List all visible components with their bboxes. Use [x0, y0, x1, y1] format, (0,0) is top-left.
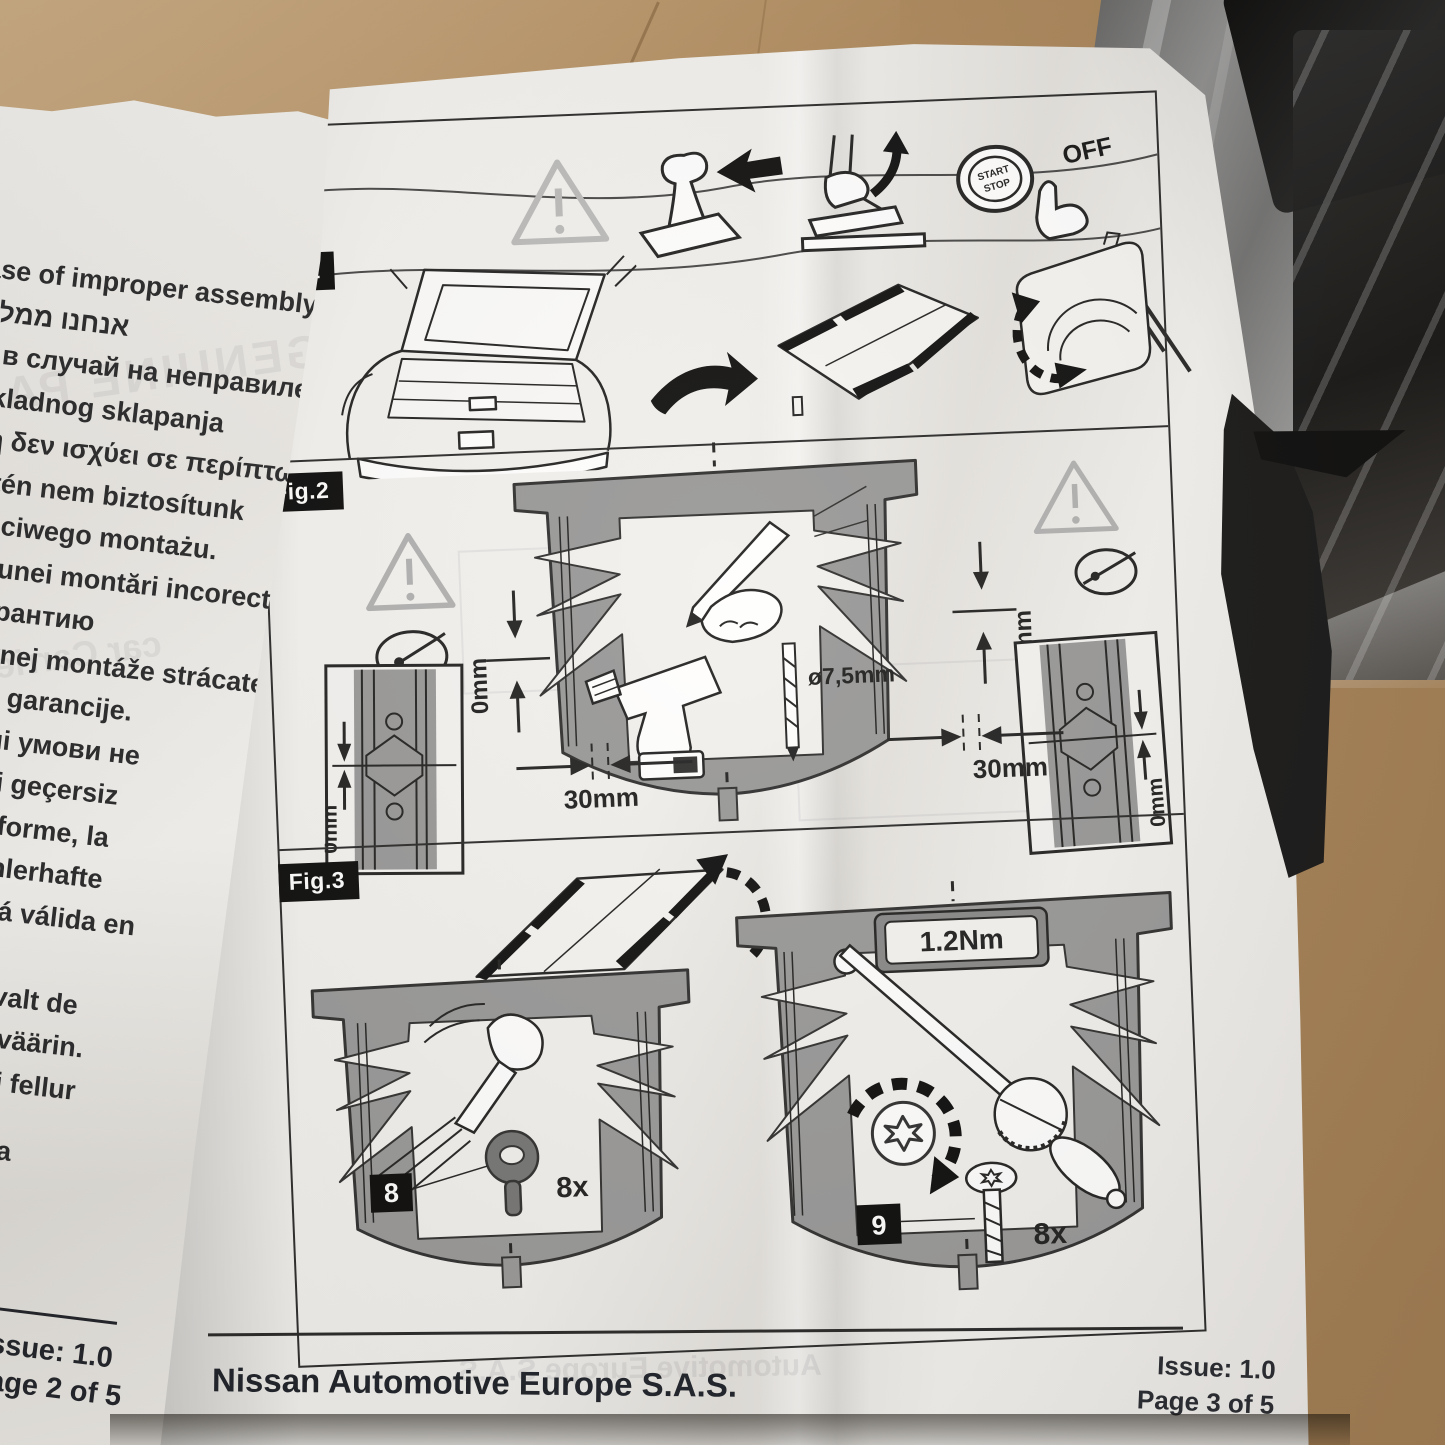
drill-diameter-label: ø7,5mm: [807, 660, 895, 689]
trunk-marking-drilling-diagram: ø7,5mm: [512, 442, 919, 822]
gap-left-dim: 0mm: [465, 657, 494, 714]
page3-footer: Issue: 1.0 Page 3 of 5: [1034, 1343, 1277, 1423]
hammer-drawing: [377, 1003, 544, 1199]
part-9-badge: [856, 1203, 902, 1246]
direction-arrow: [650, 351, 758, 415]
shelf-rotate-drawing: [475, 854, 772, 1009]
start-stop-button-icon: START STOP OFF: [956, 132, 1115, 241]
trunk-hammer-clip-diagram: 8 8x: [310, 959, 691, 1289]
part-9-quantity: 8x: [1033, 1217, 1068, 1251]
instruction-page-3: START STOP OFF Fig.1: [160, 44, 1309, 1445]
warning-triangle-icon: [366, 533, 456, 612]
parcel-shelf-folded-drawing: [1011, 231, 1152, 396]
offset-right-dim: 30mm: [972, 751, 1048, 784]
page2-footer: Issue: 1.0 Page 2 of 5: [0, 1304, 123, 1414]
parcel-shelf-flat-drawing: [777, 283, 979, 417]
torque-value: 1.2Nm: [919, 923, 1004, 957]
warning-triangle-icon: [1033, 460, 1119, 535]
offset-left-dim: 30mm: [563, 782, 639, 815]
page-bottom-shadow: [110, 1414, 1350, 1445]
clip-part-drawing: [484, 1129, 540, 1217]
part-9-number: 9: [871, 1210, 887, 1241]
inset-left-gap-dim: 0mm: [324, 805, 342, 854]
torx-rotation-icon: [847, 1077, 962, 1195]
screw-drawing: [965, 1161, 1018, 1264]
fig3-label: Fig.3: [278, 861, 360, 903]
off-label: OFF: [1060, 132, 1115, 170]
trunk-torque-screw-diagram: 1.2Nm: [735, 881, 1173, 1291]
offset-dimension-right: 30mm: [887, 713, 1064, 784]
company-name: Nissan Automotive Europe S.A.S.: [211, 1361, 738, 1404]
rail-detail-inset-right: 0mm: [1013, 630, 1174, 856]
gap-dimension-left: 0mm: [465, 590, 551, 733]
inset-right-gap-dim: 0mm: [1144, 777, 1171, 828]
mark-with-pencil-icon: [1074, 548, 1138, 596]
offset-dimension-left: 30mm: [516, 742, 693, 815]
torque-wrench-drawing: [833, 943, 1127, 1210]
instruction-frame: START STOP OFF Fig.1: [248, 90, 1207, 1368]
parking-brake-pedal-icon: [800, 130, 927, 253]
torque-value-plate: 1.2Nm: [873, 906, 1050, 974]
part-8-number: 8: [383, 1178, 399, 1209]
hand-pencil-drawing: [685, 520, 791, 644]
warning-triangle-icon: [511, 159, 610, 246]
drill-bit-drawing: [781, 642, 800, 762]
gear-shifter-icon: [638, 148, 783, 259]
rail-detail-inset-left: 0mm: [324, 663, 465, 876]
part-8-quantity: 8x: [556, 1171, 590, 1204]
part-8-badge: [369, 1173, 414, 1213]
